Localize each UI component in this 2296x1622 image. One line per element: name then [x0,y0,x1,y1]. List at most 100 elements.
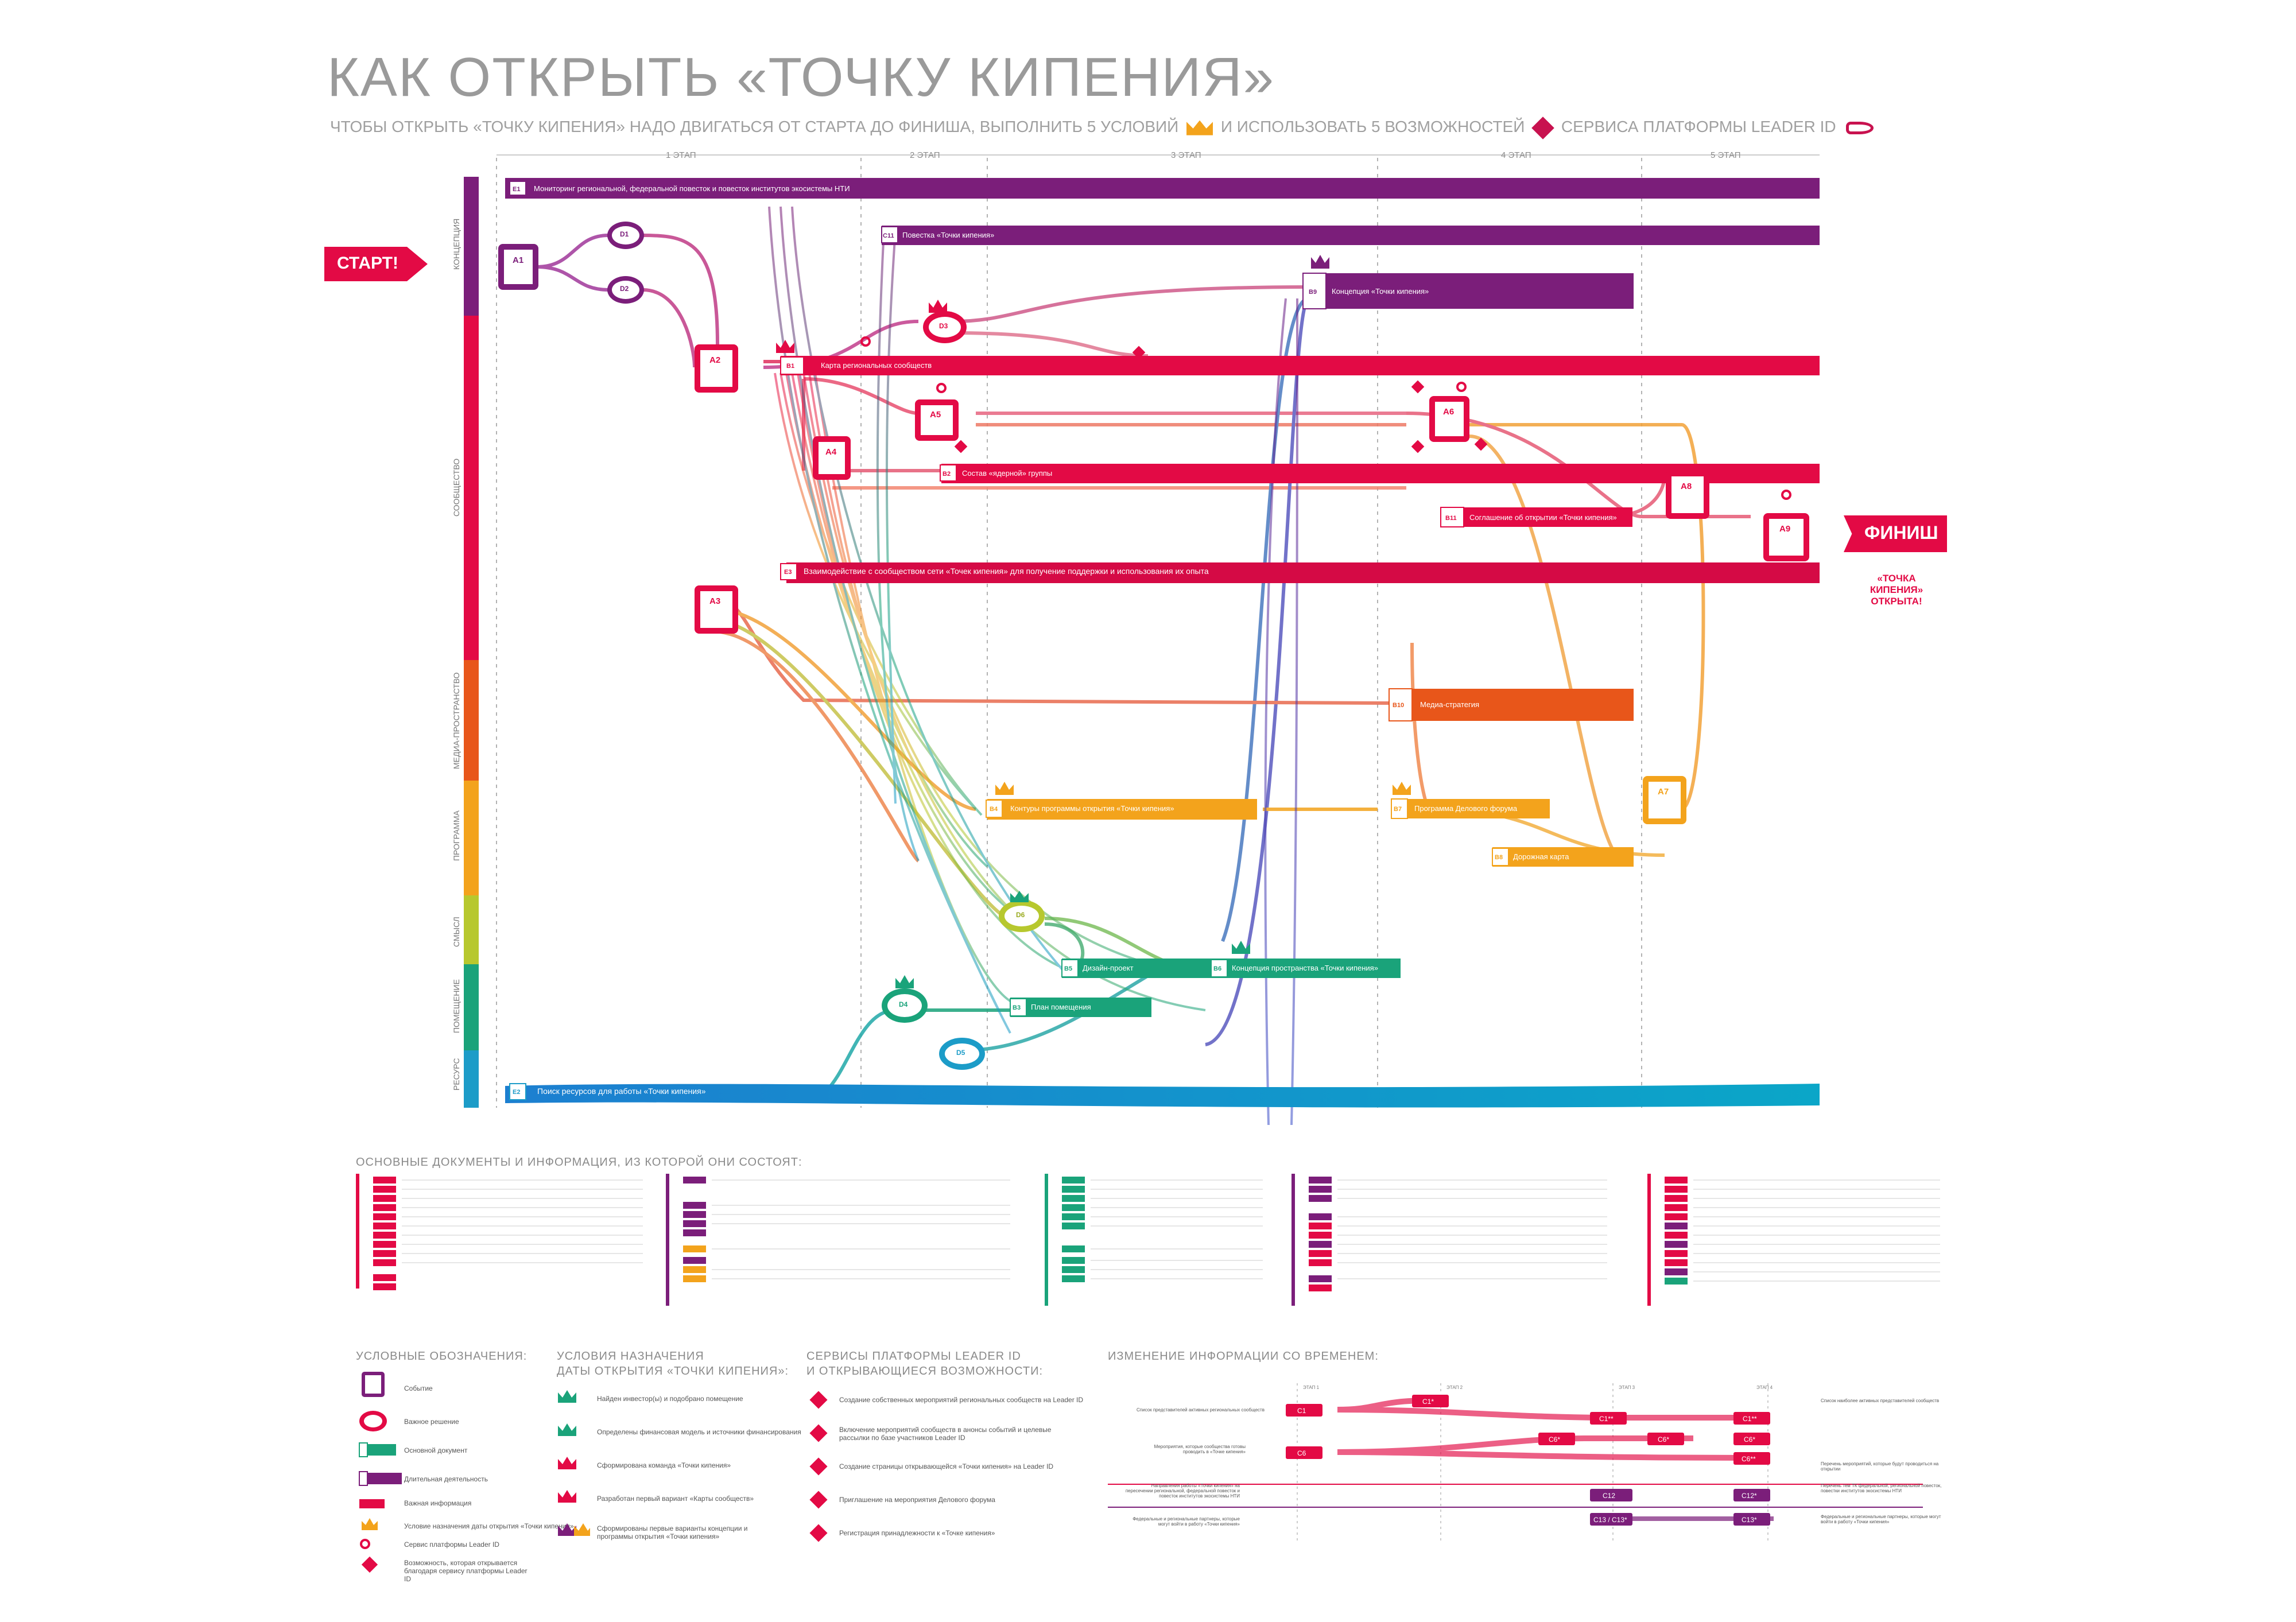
crown-icon [558,1523,576,1536]
timeline-row2-left: Мероприятия, которые сообщества готовы п… [1154,1444,1246,1454]
timeline-stage-3: ЭТАП 3 [1619,1385,1635,1390]
timeline-tag-c12s: C12* [1742,1492,1757,1500]
subtitle-part1: ЧТОБЫ ОТКРЫТЬ «ТОЧКУ КИПЕНИЯ» НАДО ДВИГА… [330,118,1179,135]
lane-label-premises: ПОМЕЩЕНИЕ [452,979,461,1033]
timeline-diagram: ЭТАП 1 ЭТАП 2 ЭТАП 3 ЭТАП 4 C1 C1* C1** … [1108,1383,1923,1544]
event-a2-code: A2 [709,355,720,365]
lane-bar [464,177,479,1108]
condition-4: Разработан первый вариант «Карты сообщес… [597,1495,754,1503]
service-diamond-icon [809,1491,828,1509]
crown-icon [574,1523,590,1536]
timeline-tag-c6s-b: C6* [1658,1435,1669,1443]
decision-d5-code: D5 [956,1049,965,1057]
decision-d3: D3 [923,311,967,343]
doc-column-2 [666,1174,706,1306]
band-label-b2: Состав «ядерной» группы [962,469,1052,478]
legend-symbols [359,1372,402,1573]
service-4: Приглашение на мероприятия Делового фору… [839,1496,995,1504]
band-label-e2: Поиск ресурсов для работы «Точки кипения… [537,1086,706,1096]
band-code-e1: E1 [513,186,520,193]
band-label-b4: Контуры программы открытия «Точки кипени… [1010,804,1174,813]
event-a7-code: A7 [1658,787,1669,797]
legend-activity-symbol [359,1471,368,1486]
doc-column-4 [1292,1174,1332,1306]
condition-1: Найден инвестор(ы) и подобрано помещение [597,1395,743,1403]
service-2: Включение мероприятий сообществ в анонсы… [839,1426,1052,1442]
band-code-boxes [509,181,1509,1100]
lane-label-meaning: СМЫСЛ [452,917,461,947]
services-title-line1: СЕРВИСЫ ПЛАТФОРМЫ LEADER ID [806,1350,1021,1363]
event-a6: A6 [1429,396,1469,442]
timeline-tag-c6s-a: C6* [1549,1435,1560,1443]
band-code-e3: E3 [784,569,792,576]
condition-2: Определены финансовая модель и источники… [597,1428,801,1436]
key-icons [860,336,1791,500]
crown-icon [1311,255,1329,269]
timeline-tag-text: C1 C1* C1** C1** C6 C6* C6* C6* C6** C12… [1297,1398,1757,1524]
service-3: Создание страницы открывающейся «Точки к… [839,1462,1054,1470]
decision-d6-code: D6 [1016,911,1025,919]
event-a2: A2 [695,344,738,393]
timeline-row1-left: Список представителей активных региональ… [1137,1407,1265,1413]
service-diamond-icon [1132,346,1146,359]
event-a9-code: A9 [1779,524,1790,534]
timeline-row1-right: Список наиболее активных представителей … [1821,1398,1940,1403]
key-icon [360,1539,370,1549]
service-diamond-icon [809,1424,828,1442]
band-label-b5: Дизайн-проект [1083,964,1134,972]
timeline-stage-2: ЭТАП 2 [1446,1385,1463,1390]
condition-3: Сформирована команда «Точки кипения» [597,1461,731,1469]
band-code-b3: B3 [1013,1004,1021,1011]
crown-icon [558,1423,576,1436]
band-label-b6: Концепция пространства «Точки кипения» [1232,964,1378,972]
lane-label-community: СООБЩЕСТВО [452,459,461,517]
lane-labels: КОНЦЕПЦИЯ СООБЩЕСТВО МЕДИА-ПРОСТРАНСТВО … [452,219,461,1091]
band-labels: Мониторинг региональной, федеральной пов… [534,184,1617,1096]
band-label-b3: План помещения [1031,1003,1091,1011]
band-code-b4: B4 [990,806,998,813]
crown-icon [929,300,947,313]
band-label-e1: Мониторинг региональной, федеральной пов… [534,184,850,193]
band-label-b8: Дорожная карта [1513,852,1569,861]
service-diamond-icon [809,1524,828,1542]
doc-column-3 [1045,1174,1085,1306]
timeline-row4-left: Федеральные и региональные партнеры, кот… [1133,1516,1240,1527]
band-label-b11: Соглашение об открытии «Точки кипения» [1469,513,1617,522]
decision-d2-code: D2 [620,285,629,293]
stage-dividers [496,158,1642,1108]
event-a5-code: A5 [930,410,941,420]
page-subtitle: ЧТОБЫ ОТКРЫТЬ «ТОЧКУ КИПЕНИЯ» НАДО ДВИГА… [330,116,1874,139]
bands [505,178,1820,1108]
band-code-b7: B7 [1394,806,1402,813]
band-code-e2: E2 [513,1089,520,1096]
band-code-b5: B5 [1064,965,1072,972]
decision-d1: D1 [607,222,644,249]
condition-5: Сформированы первые варианты концепции и… [597,1524,748,1540]
legend-info-symbol [359,1499,385,1508]
event-a6-code: A6 [1443,407,1454,417]
band-label-c11: Повестка «Точки кипения» [902,231,994,239]
timeline-tag-c6s-c: C6* [1744,1435,1755,1443]
timeline-tag-c1s: C1* [1422,1398,1434,1406]
crown-icon [1010,891,1029,902]
doc-row-lines [402,1179,1940,1282]
legend-info-text: Важная информация [404,1499,472,1507]
band-label-b1: Карта региональных сообществ [821,361,932,370]
key-icon [860,336,871,347]
timeline-tag-c13: C13 / C13* [1593,1516,1627,1524]
start-label: СТАРТ! [337,254,398,273]
docs-section-title: ОСНОВНЫЕ ДОКУМЕНТЫ И ИНФОРМАЦИЯ, ИЗ КОТО… [356,1156,802,1169]
doc-column-5 [1647,1174,1688,1306]
service-diamond-icon [1474,437,1488,451]
decision-d4: D4 [882,988,928,1023]
service-diamond-icon [1411,440,1425,453]
service-diamond-icon [954,440,968,453]
decision-d5: D5 [939,1038,985,1070]
timeline-stage-4: ЭТАП 4 [1756,1385,1773,1390]
key-icon [1456,382,1467,392]
service-diamond-icon [1411,380,1425,394]
timeline-row3-left: Направления работы «Точки кипения» на пе… [1125,1483,1240,1499]
crown-icon [558,1390,576,1403]
key-icon [936,383,947,393]
crown-icon [776,340,794,353]
